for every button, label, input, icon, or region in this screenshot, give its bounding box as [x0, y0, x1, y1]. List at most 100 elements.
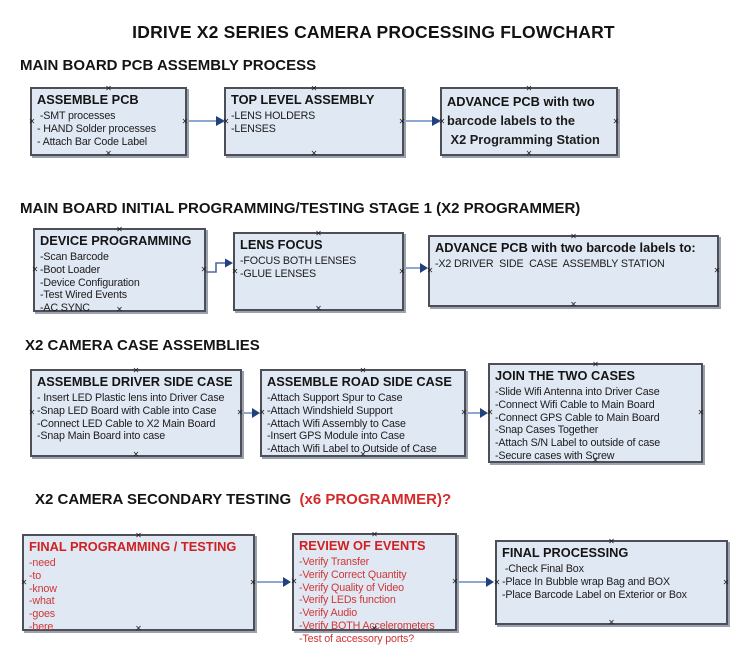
- box-item: -Verify Audio: [299, 607, 358, 620]
- node-final-processing: ✕ ✕ ✕ ✕ FINAL PROCESSING -Check Final Bo…: [493, 538, 730, 627]
- box-title: ADVANCE PCB with two barcode labels to:: [435, 240, 696, 255]
- node-assemble-road-side-case: ✕ ✕ ✕ ✕ ASSEMBLE ROAD SIDE CASE -Attach …: [258, 367, 468, 459]
- box-item: -Connect Wifi Cable to Main Board: [495, 398, 655, 411]
- box-title: ASSEMBLE PCB: [37, 92, 139, 107]
- anchor-x-icon: ✕: [697, 408, 705, 417]
- box-title: ADVANCE PCB with two: [447, 94, 595, 109]
- box-item: -here: [29, 620, 54, 633]
- anchor-x-icon: ✕: [20, 577, 28, 587]
- box-title: LENS FOCUS: [240, 237, 323, 252]
- anchor-x-icon: ✕: [236, 408, 244, 417]
- box-item: -Scan Barcode: [40, 251, 109, 263]
- box-item: -Verify BOTH Accelerometers: [299, 619, 435, 632]
- anchor-x-icon: ✕: [460, 408, 468, 417]
- arrowhead-icon: [225, 258, 233, 268]
- box-item: - HAND Solder processes: [37, 122, 156, 135]
- section-heading-red-part: (x6 PROGRAMMER)?: [295, 491, 452, 508]
- box-item: -Connect GPS Cable to Main Board: [495, 411, 660, 424]
- box-item: -Boot Loader: [40, 263, 100, 276]
- box-item: -Attach Windshield Support: [267, 404, 393, 417]
- anchor-x-icon: ✕: [310, 149, 318, 158]
- box-item: -Place Barcode Label on Exterior or Box: [502, 588, 687, 601]
- section-heading-pcb-assembly: MAIN BOARD PCB ASSEMBLY PROCESS: [20, 57, 317, 74]
- anchor-x-icon: ✕: [105, 149, 112, 158]
- box-item: -Snap LED Board with Cable into Case: [37, 404, 217, 417]
- box-item: barcode labels to the: [447, 113, 576, 128]
- box-item: -Verify Quality of Video: [299, 581, 404, 594]
- box-item: -Device Configuration: [40, 276, 140, 289]
- box-item: -Attach Wifi Assembly to Case: [267, 417, 406, 430]
- box-item: -Verify Transfer: [299, 556, 370, 568]
- flowchart-title: IDRIVE X2 SERIES CAMERA PROCESSING FLOWC…: [132, 22, 615, 42]
- section-heading-secondary-testing: X2 CAMERA SECONDARY TESTING (x6 PROGRAMM…: [35, 491, 451, 508]
- box-item: -X2 DRIVER SIDE CASE ASSEMBLY STATION: [435, 258, 665, 270]
- node-final-programming-testing: ✕ ✕ ✕ ✕ FINAL PROGRAMMING / TESTING -nee…: [20, 532, 257, 633]
- node-assemble-pcb: ✕ ✕ ✕ ✕ ASSEMBLE PCB -SMT processes - HA…: [28, 85, 189, 158]
- box-item: -goes: [29, 608, 55, 621]
- box-item: -GLUE LENSES: [240, 267, 317, 280]
- box-item: -LENS HOLDERS: [231, 110, 316, 122]
- node-device-programming: ✕ ✕ ✕ ✕ DEVICE PROGRAMMING -Scan Barcode…: [31, 226, 208, 315]
- box-item: -FOCUS BOTH LENSES: [240, 255, 357, 267]
- node-review-of-events: ✕ ✕ ✕ ✕ REVIEW OF EVENTS -Verify Transfe…: [290, 531, 459, 645]
- anchor-x-icon: ✕: [722, 577, 730, 587]
- box-item: -Verify LEDs function: [299, 594, 396, 607]
- arrowhead-icon: [480, 408, 488, 418]
- anchor-x-icon: ✕: [28, 116, 36, 126]
- section-heading-initial-programming: MAIN BOARD INITIAL PROGRAMMING/TESTING S…: [20, 200, 581, 217]
- box-title: ASSEMBLE ROAD SIDE CASE: [267, 374, 452, 389]
- arrowhead-icon: [486, 577, 494, 587]
- box-item: -Insert GPS Module into Case: [267, 430, 405, 443]
- anchor-x-icon: ✕: [608, 618, 615, 627]
- box-item: -know: [29, 582, 57, 595]
- anchor-x-icon: ✕: [315, 304, 322, 313]
- anchor-x-icon: ✕: [249, 577, 257, 587]
- section-heading-black-part: X2 CAMERA SECONDARY TESTING: [35, 491, 296, 508]
- anchor-x-icon: ✕: [451, 577, 459, 586]
- node-lens-focus: ✕ ✕ ✕ ✕ LENS FOCUS -FOCUS BOTH LENSES -G…: [231, 230, 406, 313]
- anchor-x-icon: ✕: [525, 149, 533, 158]
- anchor-x-icon: ✕: [398, 116, 406, 126]
- box-item: -Slide Wifi Antenna into Driver Case: [495, 386, 660, 398]
- box-item: -Connect LED Cable to X2 Main Board: [37, 417, 216, 430]
- box-item: -need: [29, 557, 56, 569]
- box-item: -Verify Correct Quantity: [299, 568, 407, 581]
- box-item: -Snap Main Board into case: [37, 430, 165, 443]
- anchor-x-icon: ✕: [398, 266, 406, 276]
- anchor-x-icon: ✕: [231, 266, 239, 276]
- anchor-x-icon: ✕: [493, 577, 501, 587]
- box-item: -Test of accessory ports?: [299, 632, 415, 645]
- box-item: -LENSES: [231, 122, 276, 135]
- box-title: TOP LEVEL ASSEMBLY: [231, 92, 375, 107]
- node-top-level-assembly: ✕ ✕ ✕ ✕ TOP LEVEL ASSEMBLY -LENS HOLDERS…: [222, 85, 406, 158]
- node-advance-pcb-driver-side-station: ✕ ✕ ✕ ✕ ADVANCE PCB with two barcode lab…: [427, 233, 721, 309]
- box-item: - Attach Bar Code Label: [37, 135, 148, 148]
- box-title: FINAL PROGRAMMING / TESTING: [29, 539, 237, 554]
- box-item: -Secure cases with Screw: [495, 449, 615, 462]
- anchor-x-icon: ✕: [290, 577, 298, 586]
- box-item: -AC SYNC: [40, 302, 90, 315]
- box-item: - Insert LED Plastic lens into Driver Ca…: [37, 392, 225, 404]
- anchor-x-icon: ✕: [258, 408, 266, 417]
- node-advance-pcb-programming-station: ✕ ✕ ✕ ✕ ADVANCE PCB with two barcode lab…: [438, 85, 620, 158]
- anchor-x-icon: ✕: [570, 300, 577, 309]
- arrowhead-icon: [283, 577, 291, 587]
- node-join-the-two-cases: ✕ ✕ ✕ ✕ JOIN THE TWO CASES -Slide Wifi A…: [486, 361, 705, 465]
- arrowhead-icon: [252, 408, 260, 418]
- anchor-x-icon: ✕: [222, 116, 230, 126]
- box-item: -Snap Cases Together: [495, 424, 599, 437]
- anchor-x-icon: ✕: [28, 408, 36, 417]
- anchor-x-icon: ✕: [438, 116, 446, 126]
- node-assemble-driver-side-case: ✕ ✕ ✕ ✕ ASSEMBLE DRIVER SIDE CASE - Inse…: [28, 367, 244, 459]
- section-heading-case-assemblies: X2 CAMERA CASE ASSEMBLIES: [25, 337, 260, 354]
- anchor-x-icon: ✕: [612, 116, 620, 126]
- box-item: -to: [29, 569, 42, 582]
- anchor-x-icon: ✕: [486, 408, 494, 417]
- anchor-x-icon: ✕: [31, 265, 39, 274]
- anchor-x-icon: ✕: [132, 450, 140, 459]
- box-item: X2 Programming Station: [447, 132, 600, 147]
- box-item: -Attach Support Spur to Case: [267, 392, 403, 404]
- box-item: -Attach Wifi Label to Outside of Case: [267, 443, 437, 456]
- box-title: JOIN THE TWO CASES: [495, 368, 636, 383]
